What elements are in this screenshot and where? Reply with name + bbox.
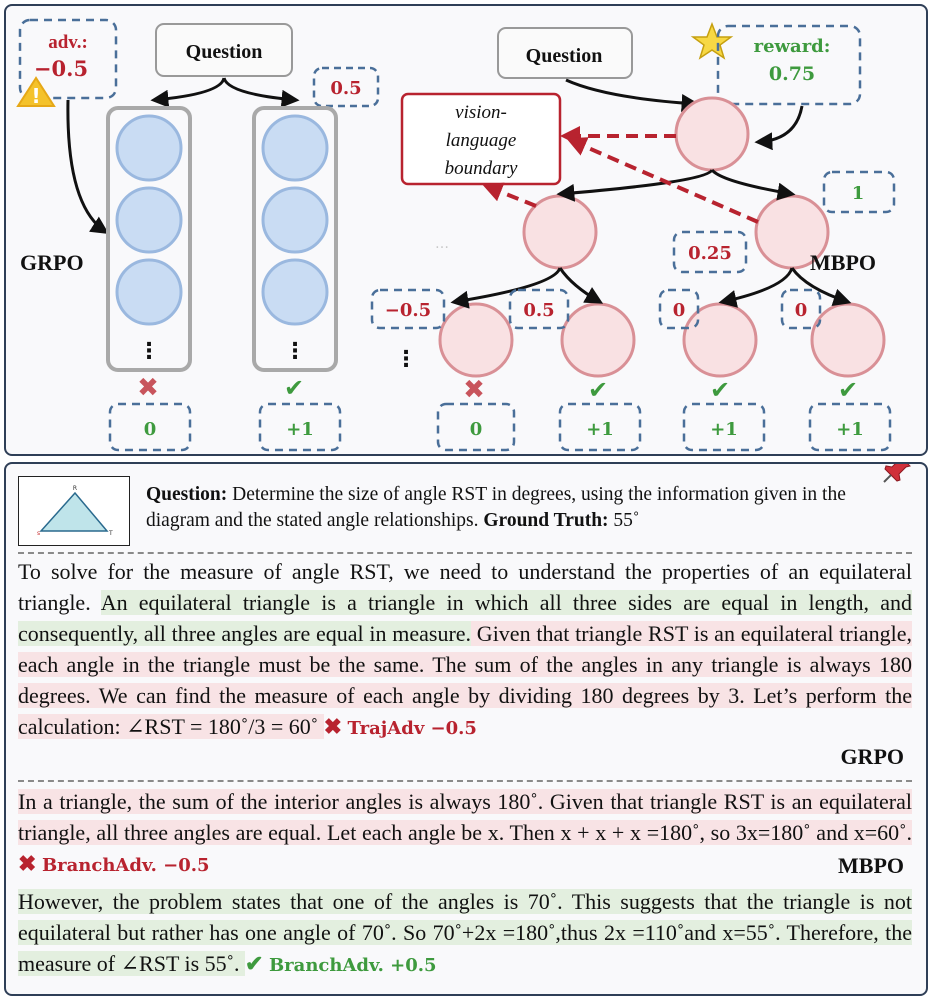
cross-icon: ✖ xyxy=(137,373,159,403)
diagram-canvas: adv.: −0.5 ! Question 0.5 GRPO ⋮ ⋮ ✖ ✔ 0… xyxy=(16,18,896,452)
star-icon xyxy=(690,21,734,60)
mbpo-method-label: MBPO xyxy=(810,250,876,275)
grpo-method-tag: GRPO xyxy=(840,744,904,769)
ground-truth-value: 55˚ xyxy=(608,510,640,531)
svg-text:T: T xyxy=(108,530,113,537)
branch-adv-neg-tag: BranchAdv. −0.5 xyxy=(41,855,210,876)
tree-ellipsis: ⋮ xyxy=(395,347,417,372)
svg-text:R: R xyxy=(73,485,77,492)
grpo-trajectory-right: ⋮ xyxy=(252,106,338,372)
faint-ellipsis: … xyxy=(435,236,449,252)
adv-value: −0.5 xyxy=(34,56,88,81)
check-icon: ✔ xyxy=(588,376,608,404)
mbpo-response-branch-2: However, the problem states that one of … xyxy=(18,886,912,981)
branch-adv-5: 0 xyxy=(673,300,686,321)
question-label-right: Question xyxy=(526,45,603,67)
branch-adv-1: 1 xyxy=(852,183,865,204)
reward-label: reward: xyxy=(754,36,831,57)
svg-text:vision-: vision- xyxy=(455,102,507,123)
question-box-right xyxy=(497,27,633,79)
grpo-method-label: GRPO xyxy=(20,250,84,275)
ground-truth-label: Ground Truth: xyxy=(483,510,609,531)
warning-icon: ! xyxy=(16,76,56,108)
mbpo-response-branch-1: In a triangle, the sum of the interior a… xyxy=(18,786,912,881)
reward-value: 0.75 xyxy=(769,63,815,85)
svg-text:⋮: ⋮ xyxy=(284,339,306,364)
reward-box xyxy=(716,24,862,106)
mbpo-reward-3: +1 xyxy=(836,419,864,440)
advantage-box xyxy=(18,18,118,100)
worked-example-panel: R s T Question: Determine the size of an… xyxy=(4,462,928,996)
mbpo-method-tag: MBPO xyxy=(838,853,904,878)
branch-adv-3: −0.5 xyxy=(385,300,431,321)
svg-text:boundary: boundary xyxy=(445,158,518,179)
question-label: Question: xyxy=(146,484,228,505)
mbpo-reward-1: +1 xyxy=(586,419,614,440)
question-box-left xyxy=(155,23,293,77)
cross-icon: ✖ xyxy=(463,375,485,405)
divider xyxy=(18,780,912,782)
traj-adv-tag: TrajAdv −0.5 xyxy=(347,718,477,739)
grpo-reward-0: 0 xyxy=(144,419,157,440)
adv-box-right xyxy=(312,66,380,108)
check-icon: ✔ xyxy=(838,376,858,404)
adv-right-value: 0.5 xyxy=(330,78,361,99)
cross-icon: ✖ xyxy=(323,714,343,739)
svg-text:⋮: ⋮ xyxy=(138,339,160,364)
adv-label: adv.: xyxy=(48,32,88,53)
svg-text:language: language xyxy=(446,130,517,151)
mbpo-reward-0: 0 xyxy=(470,419,483,440)
grpo-plain-text: To solve for the measure of angle RST, w… xyxy=(18,559,912,615)
question-label-left: Question xyxy=(186,41,263,63)
branch-adv-pos-tag: BranchAdv. +0.5 xyxy=(268,955,437,976)
grpo-response: To solve for the measure of angle RST, w… xyxy=(18,556,912,744)
triangle-diagram-thumbnail: R s T xyxy=(18,476,130,546)
mbpo-reward-2: +1 xyxy=(710,419,738,440)
tree-leaf-1 xyxy=(438,302,514,378)
tree-leaf-3 xyxy=(682,302,758,378)
check-icon: ✔ xyxy=(245,951,264,976)
question-text: Determine the size of angle RST in degre… xyxy=(146,484,846,531)
method-comparison-diagram: adv.: −0.5 ! Question 0.5 GRPO ⋮ ⋮ ✖ ✔ 0… xyxy=(4,4,928,456)
branch-adv-6: 0 xyxy=(795,300,808,321)
check-icon: ✔ xyxy=(710,376,730,404)
branch-adv-4: 0.5 xyxy=(523,300,554,321)
grpo-trajectory-wrong: ⋮ xyxy=(106,106,192,372)
tree-leaf-4 xyxy=(810,302,886,378)
branch-adv-2: 0.25 xyxy=(688,243,732,264)
pushpin-icon xyxy=(882,464,912,491)
tree-root-node xyxy=(674,96,750,172)
mbpo-correct-span: However, the problem states that one of … xyxy=(18,889,912,976)
check-icon: ✔ xyxy=(284,374,304,402)
tree-leaf-2 xyxy=(560,302,636,378)
cross-icon: ✖ xyxy=(18,851,37,876)
svg-text:!: ! xyxy=(31,84,40,108)
question-statement: Question: Determine the size of angle RS… xyxy=(146,482,886,534)
divider xyxy=(18,552,912,554)
svg-text:s: s xyxy=(37,530,40,537)
mbpo-incorrect-span: In a triangle, the sum of the interior a… xyxy=(18,789,912,845)
grpo-reward-1: +1 xyxy=(286,419,314,440)
